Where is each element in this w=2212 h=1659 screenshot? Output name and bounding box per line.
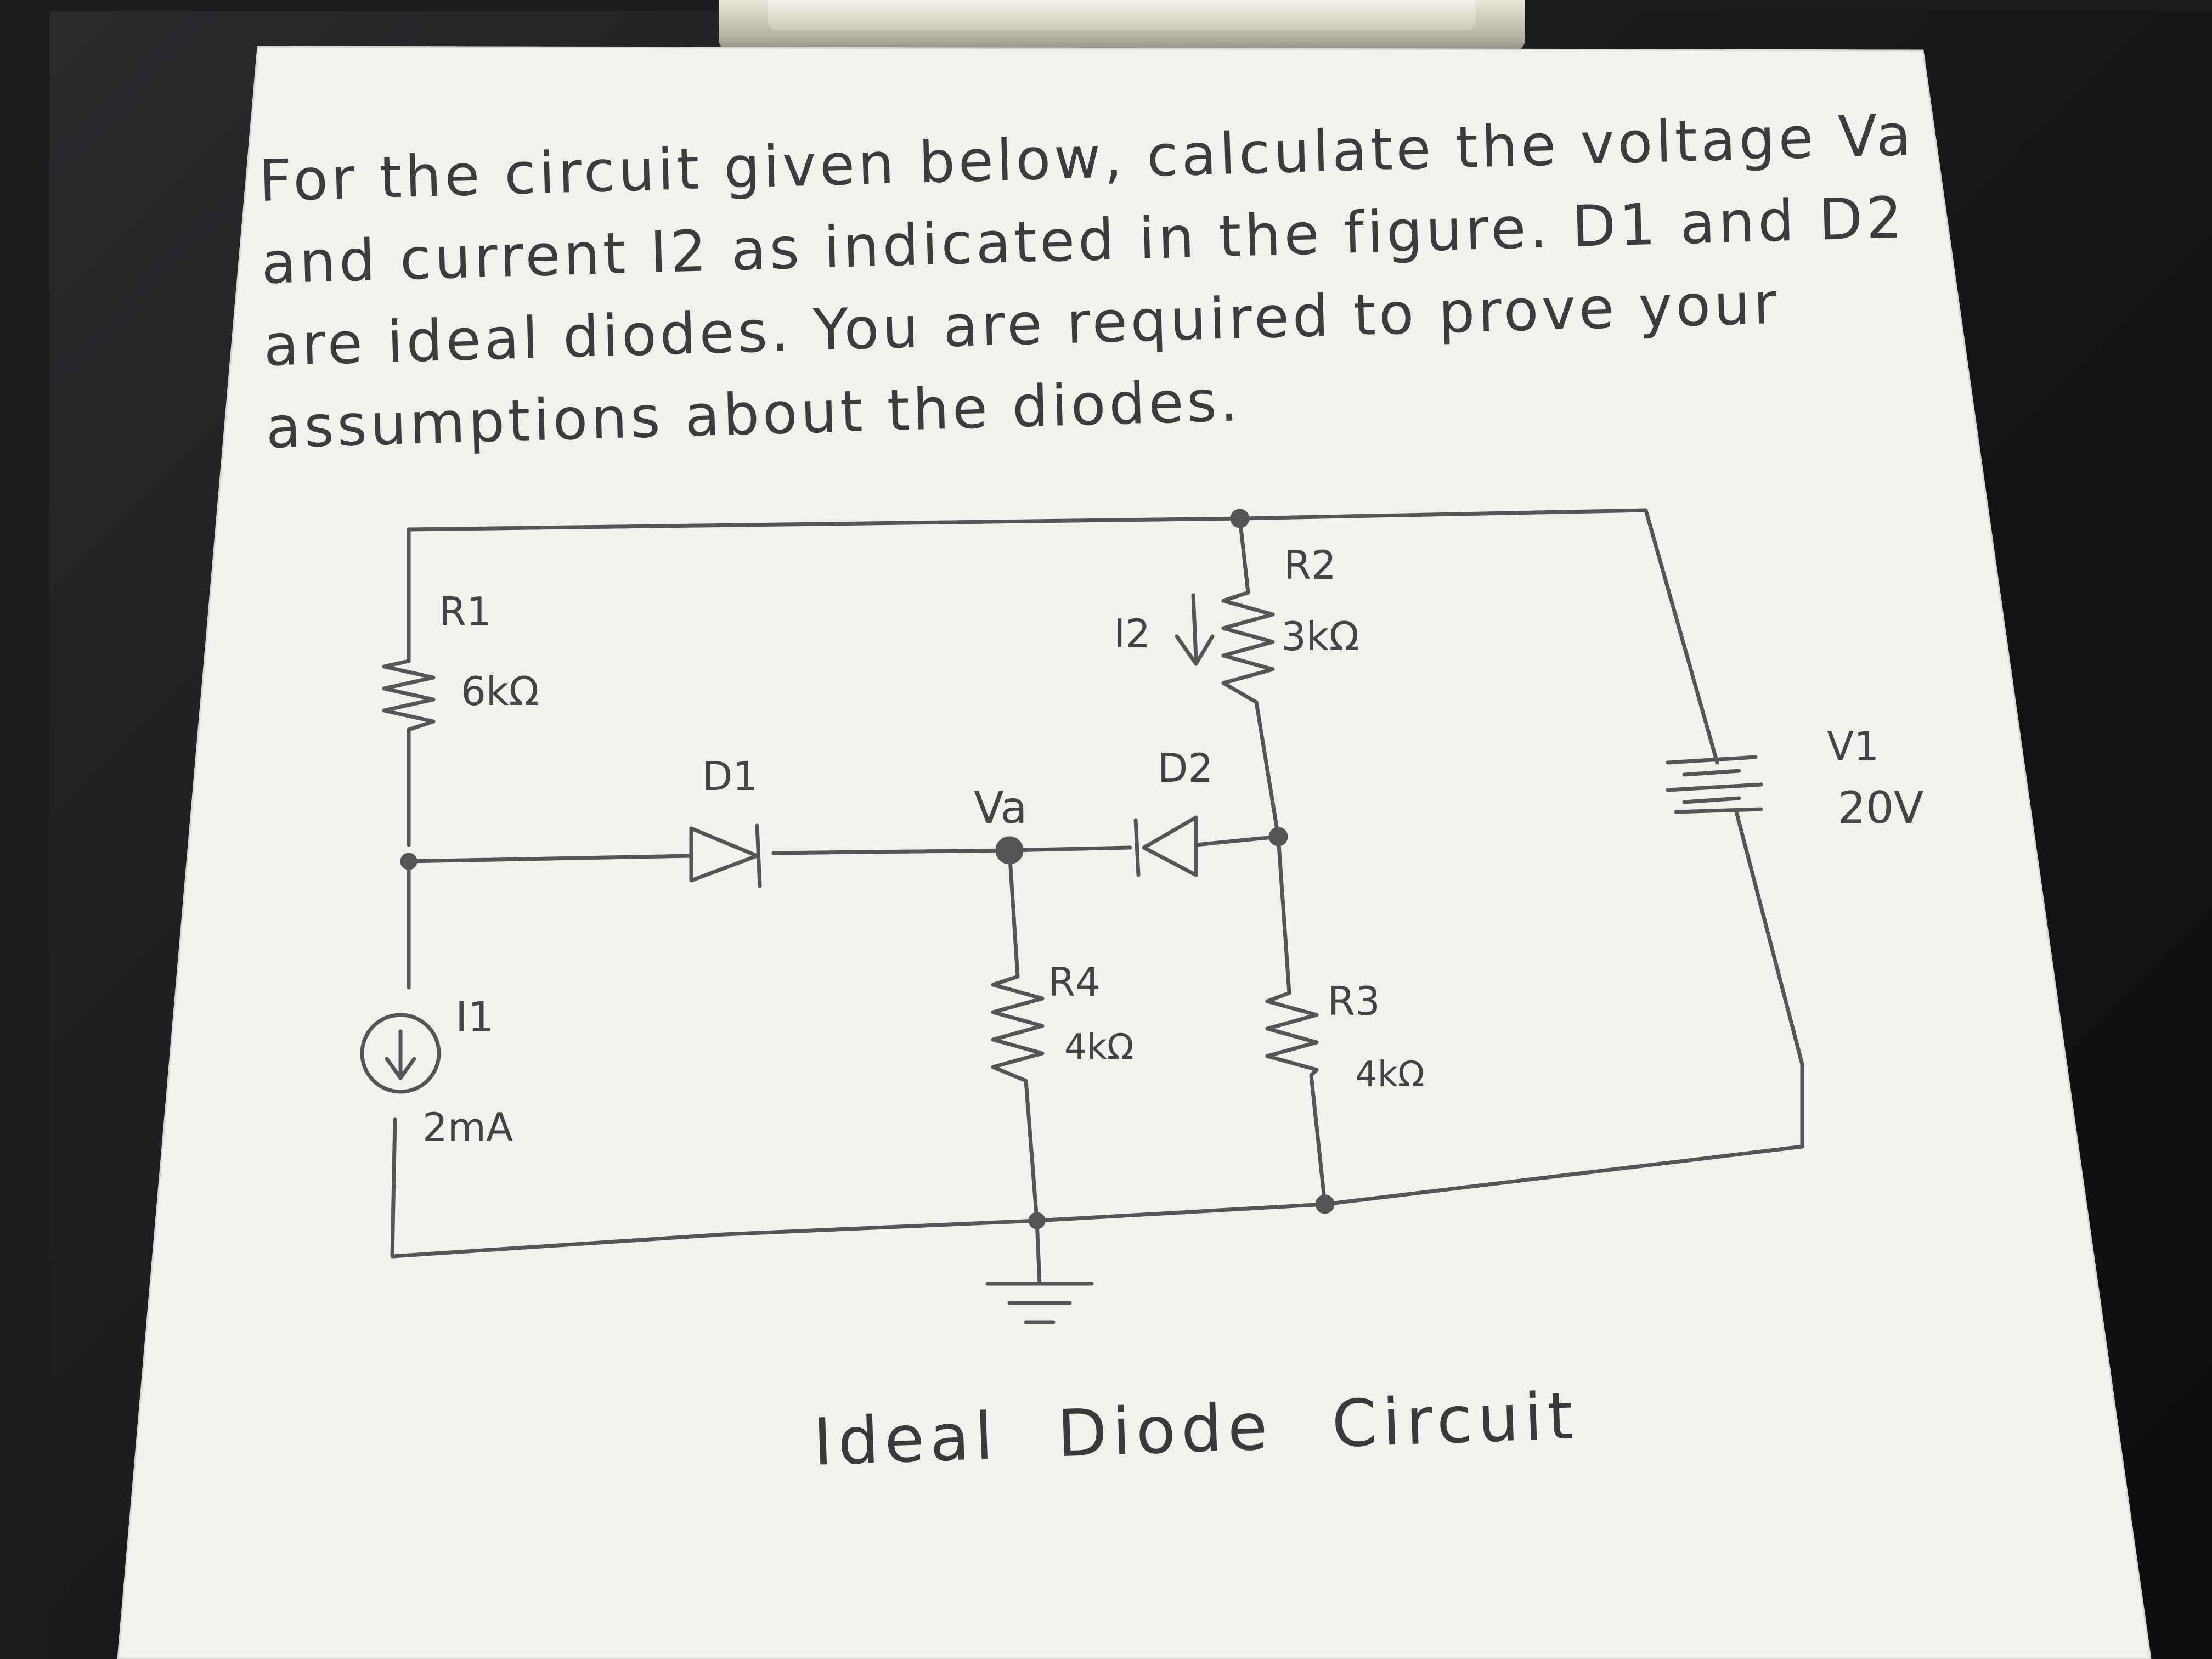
r2-value: 3kΩ xyxy=(1281,613,1359,659)
current-source-i1-symbol xyxy=(360,1013,441,1094)
diode-d2-symbol xyxy=(1133,815,1198,877)
i2-label: I2 xyxy=(1114,611,1150,657)
i1-value: 2mA xyxy=(422,1104,513,1150)
wires xyxy=(390,508,1804,1286)
junction-nodes xyxy=(400,509,1335,1229)
d2-label: D2 xyxy=(1158,745,1213,791)
clipboard-clip-plate xyxy=(768,0,1476,30)
resistor-r3-symbol xyxy=(1265,991,1319,1077)
battery-v1-symbol xyxy=(1666,755,1763,814)
va-label: Va xyxy=(974,782,1028,833)
r4-value: 4kΩ xyxy=(1064,1027,1134,1068)
resistor-r4-symbol xyxy=(991,974,1045,1083)
ground-symbol xyxy=(985,1282,1094,1324)
r1-label: R1 xyxy=(439,589,492,635)
r2-label: R2 xyxy=(1284,542,1336,588)
r3-value: 4kΩ xyxy=(1355,1054,1425,1095)
r4-label: R4 xyxy=(1048,959,1101,1005)
d1-label: D1 xyxy=(702,753,758,799)
resistor-r1-symbol xyxy=(382,659,436,732)
diode-d1-symbol xyxy=(689,823,762,888)
r3-label: R3 xyxy=(1328,978,1380,1024)
v1-label: V1 xyxy=(1827,723,1879,769)
i1-label: I1 xyxy=(455,992,494,1041)
r1-value: 6kΩ xyxy=(461,668,539,714)
v1-value: 20V xyxy=(1838,782,1924,833)
current-i2-arrow xyxy=(1175,593,1215,666)
resistor-r2-symbol xyxy=(1221,590,1275,704)
